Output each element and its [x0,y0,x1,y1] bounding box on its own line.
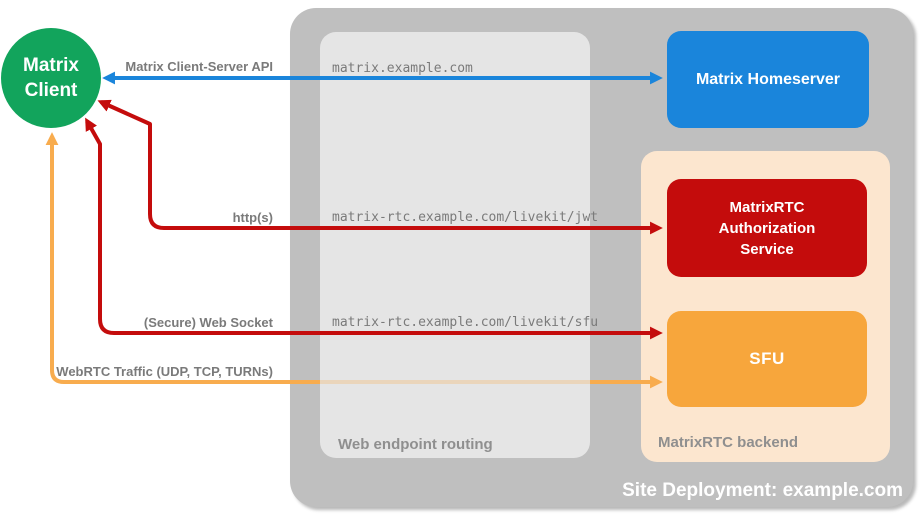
sfu-label: SFU [749,349,785,368]
edge-label-https: http(s) [232,210,273,225]
node-sfu: SFU [667,311,867,407]
web-endpoint-routing-label: Web endpoint routing [338,436,493,453]
web-endpoint-routing-container [320,32,590,458]
node-matrixrtc-authorization-service: MatrixRTC Authorization Service [667,179,867,277]
arrow-webrtc-traffic [45,132,320,384]
endpoint-matrix-example-com: matrix.example.com [332,61,473,76]
site-deployment-title: Site Deployment: example.com [622,480,903,501]
node-matrix-client: Matrix Client [1,28,101,128]
matrix-homeserver-label: Matrix Homeserver [695,70,841,88]
node-matrix-homeserver: Matrix Homeserver [667,31,869,128]
endpoint-livekit-jwt: matrix-rtc.example.com/livekit/jwt [332,210,599,225]
matrix-client-label: Matrix Client [23,55,79,101]
edge-label-client-server-api: Matrix Client-Server API [125,59,273,74]
edge-label-web-socket: (Secure) Web Socket [143,315,273,330]
authorization-service-label: MatrixRTC Authorization Service [718,198,816,258]
matrixrtc-backend-label: MatrixRTC backend [658,434,799,451]
endpoint-livekit-sfu: matrix-rtc.example.com/livekit/sfu [332,315,599,330]
edge-label-webrtc-traffic: WebRTC Traffic (UDP, TCP, TURNs) [56,364,273,379]
